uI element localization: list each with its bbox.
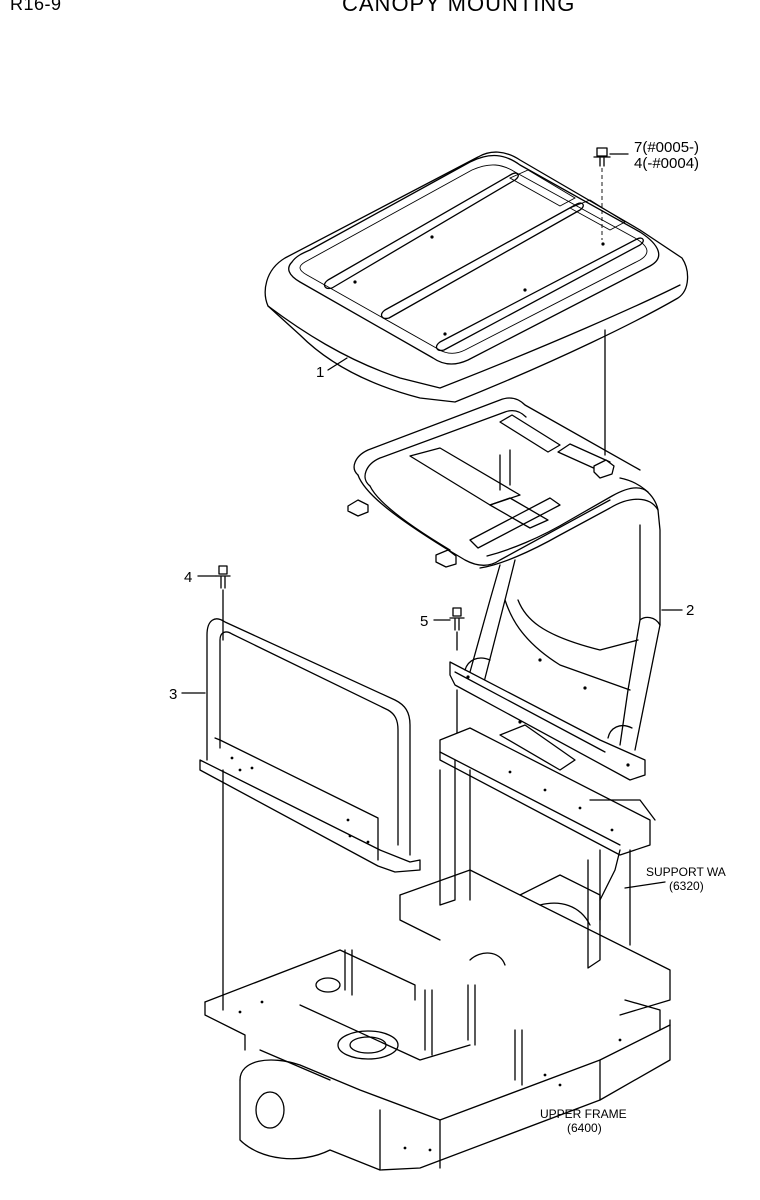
frame-name-label: UPPER FRAME bbox=[540, 1107, 627, 1121]
bolt-part-5 bbox=[433, 607, 465, 736]
page-title: CANOPY MOUNTING bbox=[342, 0, 576, 16]
page-code: R16-9 bbox=[10, 0, 62, 14]
leader-part-1 bbox=[327, 357, 348, 371]
callout-part-2: 2 bbox=[686, 602, 694, 619]
callout-part-4-top: 4(-#0004) bbox=[634, 155, 699, 172]
callout-part-3: 3 bbox=[169, 686, 177, 703]
support-name-label: SUPPORT WA bbox=[646, 865, 726, 879]
callout-part-4: 4 bbox=[184, 569, 192, 586]
support-code-label: (6320) bbox=[669, 879, 704, 893]
front-guard-part-3 bbox=[181, 618, 421, 873]
callout-part-7: 7(#0005-) bbox=[634, 139, 699, 156]
bolt-part-4 bbox=[197, 565, 231, 1011]
bolt-part-7 bbox=[593, 147, 629, 456]
callout-part-5: 5 bbox=[420, 613, 428, 630]
upper-frame bbox=[204, 869, 671, 1171]
callout-part-1: 1 bbox=[316, 364, 324, 381]
support-weldment bbox=[439, 724, 666, 969]
canopy-frame-part-2 bbox=[347, 397, 683, 781]
frame-code-label: (6400) bbox=[567, 1121, 602, 1135]
canopy-roof-part-1 bbox=[264, 151, 689, 403]
